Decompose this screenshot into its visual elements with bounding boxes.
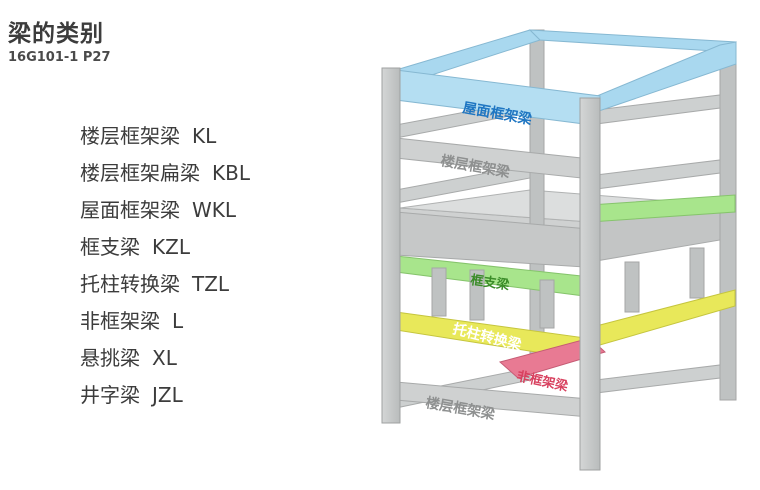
beam-type-item: 楼层框架梁 KL bbox=[80, 118, 250, 155]
beam-type-name: 托柱转换梁 bbox=[80, 272, 180, 296]
beam-type-item: 框支梁 KZL bbox=[80, 229, 250, 266]
beam-type-code: TZL bbox=[192, 272, 230, 296]
beam-type-item: 屋面框架梁 WKL bbox=[80, 192, 250, 229]
transfer-columns bbox=[431, 247, 705, 329]
beam-type-code: XL bbox=[152, 346, 177, 370]
beam-type-name: 井字梁 bbox=[80, 383, 140, 407]
beam-type-item: 非框架梁 L bbox=[80, 303, 250, 340]
beam-type-list: 楼层框架梁 KL 楼层框架扁梁 KBL 屋面框架梁 WKL 框支梁 KZL 托柱转换梁 T… bbox=[80, 118, 250, 414]
beam-type-code: KZL bbox=[152, 235, 190, 259]
beam-type-item: 楼层框架扁梁 KBL bbox=[80, 155, 250, 192]
beam-type-code: JZL bbox=[152, 383, 183, 407]
page-title: 梁的类别 bbox=[8, 21, 104, 47]
beam-type-code: KBL bbox=[212, 161, 250, 185]
beam-type-code: WKL bbox=[192, 198, 237, 222]
front-columns bbox=[381, 67, 601, 471]
non-frame-beam bbox=[498, 337, 606, 379]
beam-type-name: 悬挑梁 bbox=[80, 346, 140, 370]
beam-type-item: 托柱转换梁 TZL bbox=[80, 266, 250, 303]
non-frame-beam-label: 非框架梁 bbox=[515, 368, 570, 395]
beam-type-name: 非框架梁 bbox=[80, 309, 160, 333]
beam-type-code: L bbox=[172, 309, 184, 333]
beam-type-name: 楼层框架扁梁 bbox=[80, 161, 200, 185]
beam-type-item: 井字梁 JZL bbox=[80, 377, 250, 414]
beam-type-code: KL bbox=[192, 124, 217, 148]
beam-type-name: 楼层框架梁 bbox=[80, 124, 180, 148]
beam-type-item: 悬挑梁 XL bbox=[80, 340, 250, 377]
beam-type-name: 屋面框架梁 bbox=[80, 198, 180, 222]
transfer-support-beam-label: 框支梁 bbox=[469, 272, 511, 293]
roof-frame-beams bbox=[394, 29, 737, 127]
atlas-reference: 16G101-1 P27 bbox=[8, 50, 111, 65]
beam-type-name: 框支梁 bbox=[80, 235, 140, 259]
